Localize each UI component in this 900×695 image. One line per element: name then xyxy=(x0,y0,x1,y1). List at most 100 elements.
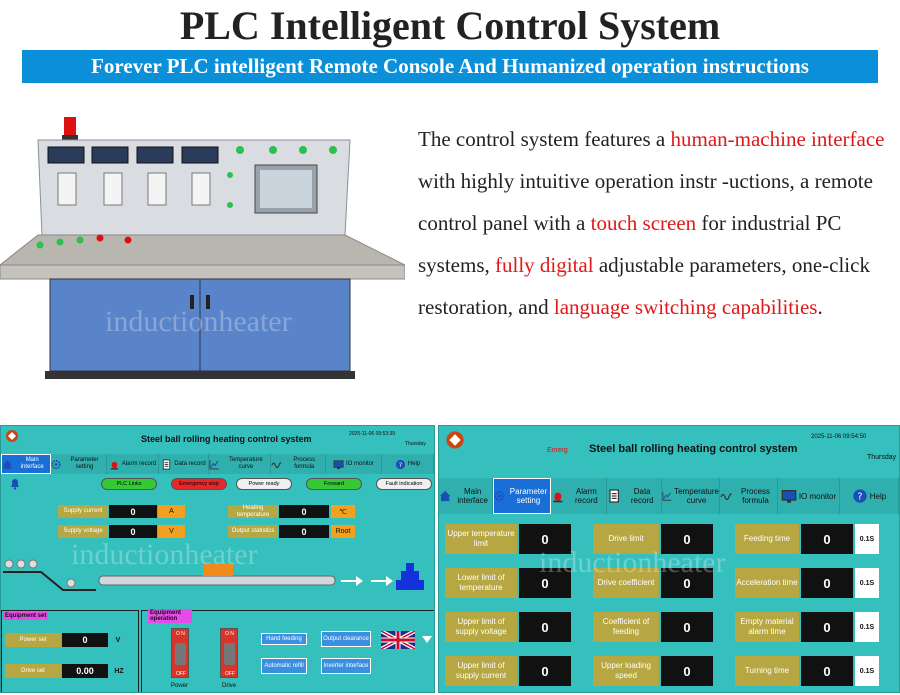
param-label: Acceleration time xyxy=(735,568,799,598)
hmi-day: Thursday xyxy=(405,441,426,447)
param-value-input[interactable]: 0 xyxy=(661,656,713,686)
nav-tab-label: IO monitor xyxy=(798,491,837,501)
nav-tab-parameter-setting[interactable]: Parameter setting xyxy=(493,478,551,514)
power-switch-label: Power xyxy=(171,683,189,689)
desc-highlight: human-machine interface xyxy=(670,127,885,151)
hmi-datetime: 2025-11-06 09:54:50 xyxy=(811,434,867,440)
nav-tab-main-interface[interactable]: Main interface xyxy=(1,454,51,474)
nav-tab-alarm-record[interactable]: Alarm record xyxy=(551,478,607,514)
status-indicator: Forward xyxy=(306,478,362,490)
drive-set-unit: HZ xyxy=(114,667,124,675)
nav-tab-data-record[interactable]: Data record xyxy=(159,454,209,474)
conveyor-diagram xyxy=(3,559,424,591)
param-value-input[interactable]: 0 xyxy=(661,612,713,642)
param-value-input[interactable]: 0 xyxy=(661,524,713,554)
nav-tab-label: Temperature curve xyxy=(674,487,719,505)
param-value-input[interactable]: 0 xyxy=(801,524,853,554)
nav-tab-help[interactable]: ?Help xyxy=(840,478,899,514)
param-value-input[interactable]: 0 xyxy=(519,656,571,686)
nav-tab-label: Alarm record xyxy=(121,460,157,467)
drive-switch[interactable]: O N OFF xyxy=(220,628,238,678)
home-icon xyxy=(2,459,12,469)
power-switch[interactable]: O N OFF xyxy=(171,628,189,678)
inverter-interface-button[interactable]: Inverter interface xyxy=(321,658,371,674)
uk-flag-icon[interactable] xyxy=(381,631,415,649)
drive-switch-label: Drive xyxy=(222,683,237,689)
nav-tab-temperature-curve[interactable]: Temperature curve xyxy=(209,454,271,474)
param-value-input[interactable]: 0 xyxy=(519,524,571,554)
drive-set-label: Drive set xyxy=(5,664,61,678)
nav-tab-process-formula[interactable]: Process formula xyxy=(271,454,326,474)
reading-label: Supply current xyxy=(58,505,108,518)
hmi-day: Thursday xyxy=(867,454,897,461)
nav-tab-label: Main interface xyxy=(457,487,488,505)
watermark-text: inductionheater xyxy=(105,305,292,338)
nav-tab-process-formula[interactable]: Process formula xyxy=(720,478,778,514)
desc-text: with highly intuitive operation instr -u… xyxy=(418,169,873,235)
wave-icon xyxy=(720,493,732,501)
gear-icon xyxy=(51,459,61,469)
status-label: Fault indication xyxy=(385,480,423,487)
switch-on-label: O N xyxy=(176,631,185,637)
help-icon: ? xyxy=(395,459,405,469)
power-set-value[interactable]: 0 xyxy=(62,633,108,647)
nav-tab-parameter-setting[interactable]: Parameter setting xyxy=(51,454,107,474)
language-dropdown-icon[interactable] xyxy=(422,636,432,644)
param-label: Feeding time xyxy=(735,524,799,554)
equipment-set-title: Equipment set xyxy=(3,612,49,620)
nav-tab-data-record[interactable]: Data record xyxy=(607,478,662,514)
document-icon xyxy=(609,489,619,503)
param-label: Coefficient of feeding xyxy=(593,612,659,642)
nav-tab-alarm-record[interactable]: Alarm record xyxy=(107,454,159,474)
alarm-icon xyxy=(553,492,563,503)
drive-set-value[interactable]: 0.00 xyxy=(62,664,108,678)
output-clearance-button[interactable]: Output clearance xyxy=(321,631,371,647)
desc-text: adjustable parameters, one-click restora… xyxy=(418,253,870,319)
reading-label: Output statistics xyxy=(228,525,278,538)
nav-tab-label: Parameter setting xyxy=(70,457,99,470)
page-title: PLC Intelligent Control System xyxy=(179,3,721,48)
nav-tab-label: Process formula xyxy=(293,457,316,470)
status-label: PLC Links xyxy=(116,480,142,487)
nav-tab-help[interactable]: ? Help xyxy=(382,454,434,474)
emergency-text: Emerg xyxy=(547,447,568,454)
nav-tab-label: Data record xyxy=(174,460,206,467)
nav-tab-label: Temperature curve xyxy=(228,457,263,470)
reading-unit: ℃ xyxy=(331,505,355,518)
status-indicator: Fault indication xyxy=(376,478,432,490)
reading-value: 0 xyxy=(279,525,329,538)
param-value-input[interactable]: 0 xyxy=(519,612,571,642)
document-icon xyxy=(163,458,171,470)
nav-tab-main-interface[interactable]: Main interface xyxy=(439,478,493,514)
param-unit: 0.1S xyxy=(855,568,879,598)
nav-tab-label: Help xyxy=(407,460,421,467)
hmi-navbar: Main interface Parameter setting Alarm rec… xyxy=(1,454,434,474)
desc-highlight: language switching capabilities xyxy=(553,295,818,319)
param-value-input[interactable]: 0 xyxy=(801,612,853,642)
hmi-datetime: 2025-11-06 09:53:39 xyxy=(349,431,396,437)
nav-tab-label: Help xyxy=(869,491,887,501)
svg-text:?: ? xyxy=(399,460,402,468)
param-label: Upper loading speed xyxy=(593,656,659,686)
hand-feeding-button[interactable]: Hand feeding xyxy=(261,633,307,645)
reading-value: 0 xyxy=(109,505,157,518)
param-value-input[interactable]: 0 xyxy=(801,568,853,598)
desc-text: . xyxy=(817,295,823,319)
hmi-main-interface: Steel ball rolling heating control syste… xyxy=(0,425,435,693)
param-unit: 0.1S xyxy=(855,524,879,554)
param-value-input[interactable]: 0 xyxy=(661,568,713,598)
hmi-title: Steel ball rolling heating control syste… xyxy=(141,434,312,444)
nav-tab-io-monitor[interactable]: IO monitor xyxy=(778,478,840,514)
description-paragraph: The control system features a human-mach… xyxy=(418,118,890,328)
param-label: Turning time xyxy=(735,656,799,686)
automatic-refill-button[interactable]: Automatic refill xyxy=(261,658,307,674)
reading-unit: V xyxy=(158,525,185,538)
param-value-input[interactable]: 0 xyxy=(519,568,571,598)
bell-icon[interactable] xyxy=(9,478,21,490)
param-value-input[interactable]: 0 xyxy=(801,656,853,686)
nav-tab-label: Main interface xyxy=(20,457,44,470)
nav-tab-temperature-curve[interactable]: Temperature curve xyxy=(662,478,720,514)
param-label: Drive limit xyxy=(593,524,659,554)
nav-tab-io-monitor[interactable]: IO monitor xyxy=(326,454,382,474)
